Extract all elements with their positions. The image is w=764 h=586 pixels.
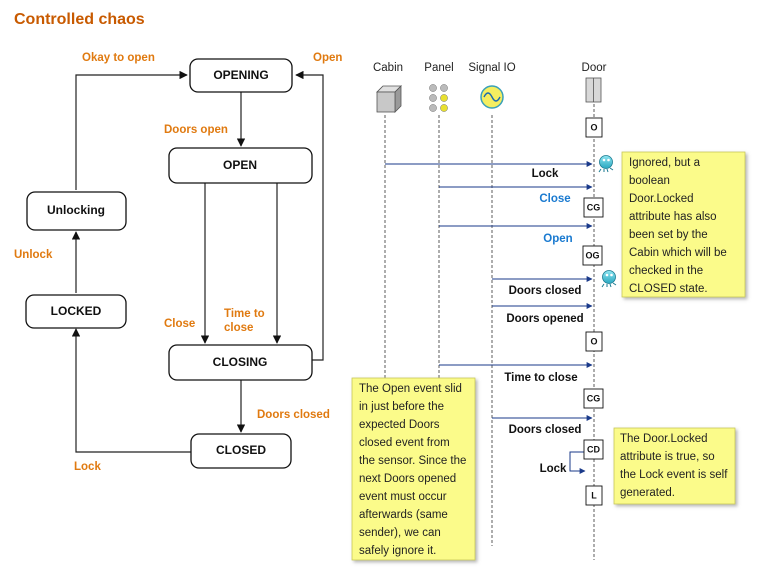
panel-lights-icon — [429, 84, 448, 112]
ignored-event-icon — [598, 155, 614, 173]
note-open-event-text: The Open event slid in just before the e… — [359, 383, 470, 557]
note-line: in just before the — [359, 401, 444, 413]
edge-closing-opening — [293, 70, 324, 361]
state-locked-label: LOCKED — [51, 304, 102, 318]
note-line: event must occur — [359, 491, 447, 503]
note-line: safely ignore it. — [359, 545, 436, 557]
page-title: Controlled chaos — [14, 11, 145, 28]
cabin-cube-icon — [376, 85, 402, 113]
note-line: Cabin which will be — [629, 247, 727, 259]
note-door-locked-text: The Door.Locked attribute is true, so th… — [620, 433, 731, 499]
message-close-label: Close — [539, 193, 570, 205]
note-line: the Lock event is self — [620, 469, 728, 481]
transition-close: Close — [164, 318, 195, 330]
lifeline-door-label: Door — [582, 62, 607, 74]
state-closed — [190, 433, 292, 469]
door-state-cg-1 — [583, 197, 604, 218]
state-opening-label: OPENING — [213, 68, 268, 82]
transition-open: Open — [313, 52, 342, 64]
door-state-cd-label: CD — [587, 444, 600, 454]
note-line: been set by the — [629, 229, 708, 241]
message-open-label: Open — [543, 233, 572, 245]
message-self-lock-label: Lock — [540, 463, 567, 475]
door-state-og-label: OG — [585, 250, 599, 260]
transition-doors-open: Doors open — [164, 124, 228, 136]
door-state-o-2-label: O — [590, 336, 597, 346]
door-state-og — [582, 245, 603, 266]
ignored-event-icon — [601, 270, 617, 288]
signal-io-sine-icon — [480, 85, 504, 109]
state-machine: OPENING OPEN CLOSING CLOSED Unlocking LO… — [14, 52, 342, 473]
door-icon — [585, 77, 602, 103]
door-state-cg-1-label: CG — [587, 202, 601, 212]
transition-unlock: Unlock — [14, 249, 53, 261]
message-time-to-close-label: Time to close — [504, 372, 577, 384]
note-line: boolean — [629, 175, 670, 187]
note-ignored: Ignored, but a boolean Door.Locked attri… — [621, 151, 746, 298]
state-open — [168, 147, 313, 184]
state-locked — [25, 294, 127, 329]
note-line: the sensor. Since the — [359, 455, 466, 467]
note-line: CLOSED state. — [629, 283, 708, 295]
note-line: closed event from — [359, 437, 450, 449]
door-state-cg-2-label: CG — [587, 393, 601, 403]
transition-doors-closed: Doors closed — [257, 409, 330, 421]
edge-unlocking-opening — [75, 70, 188, 190]
door-state-cd — [583, 439, 604, 460]
state-closing-label: CLOSING — [213, 355, 268, 369]
door-state-l — [585, 485, 603, 506]
note-ignored-text: Ignored, but a boolean Door.Locked attri… — [629, 157, 730, 295]
door-state-o-2 — [585, 331, 603, 352]
note-line: attribute is true, so — [620, 451, 715, 463]
message-doors-opened-label: Doors opened — [506, 313, 583, 325]
note-line: sender), we can — [359, 527, 441, 539]
state-unlocking — [26, 191, 127, 231]
note-line: The Door.Locked — [620, 433, 708, 445]
state-closing — [168, 344, 313, 381]
note-line: checked in the — [629, 265, 703, 277]
note-open-event: The Open event slid in just before the e… — [351, 377, 476, 561]
message-doors-closed-label: Doors closed — [509, 285, 582, 297]
state-opening — [189, 58, 293, 93]
message-lock-label: Lock — [532, 168, 559, 180]
message-self-lock-arrow — [569, 451, 586, 474]
state-open-label: OPEN — [223, 158, 257, 172]
transition-okay-to-open: Okay to open — [82, 52, 155, 64]
transition-time-to-close-line1: Time to — [224, 308, 265, 320]
note-door-locked: The Door.Locked attribute is true, so th… — [613, 427, 736, 505]
note-line: expected Doors — [359, 419, 440, 431]
note-line: The Open event slid — [359, 383, 462, 395]
note-line: Door.Locked — [629, 193, 694, 205]
door-state-l-label: L — [591, 490, 597, 500]
transition-time-to-close-line2: close — [224, 322, 253, 334]
note-line: afterwards (same — [359, 509, 448, 521]
door-state-o-1-label: O — [590, 122, 597, 132]
message-doors-closed-2-label: Doors closed — [509, 424, 582, 436]
lifeline-cabin-label: Cabin — [373, 62, 403, 74]
sequence-diagram: Cabin Panel Signal IO Door — [373, 62, 617, 560]
edge-closed-locked — [71, 328, 191, 453]
state-unlocking-label: Unlocking — [47, 203, 105, 217]
note-line: next Doors opened — [359, 473, 456, 485]
note-line: attribute has also — [629, 211, 717, 223]
state-closed-label: CLOSED — [216, 443, 266, 457]
note-line: generated. — [620, 487, 675, 499]
transition-lock: Lock — [74, 461, 101, 473]
note-line: Ignored, but a — [629, 157, 701, 169]
lifeline-signal-io-label: Signal IO — [468, 62, 515, 74]
door-state-o-1 — [585, 117, 603, 138]
lifeline-panel-label: Panel — [424, 62, 453, 74]
door-state-cg-2 — [583, 388, 604, 409]
